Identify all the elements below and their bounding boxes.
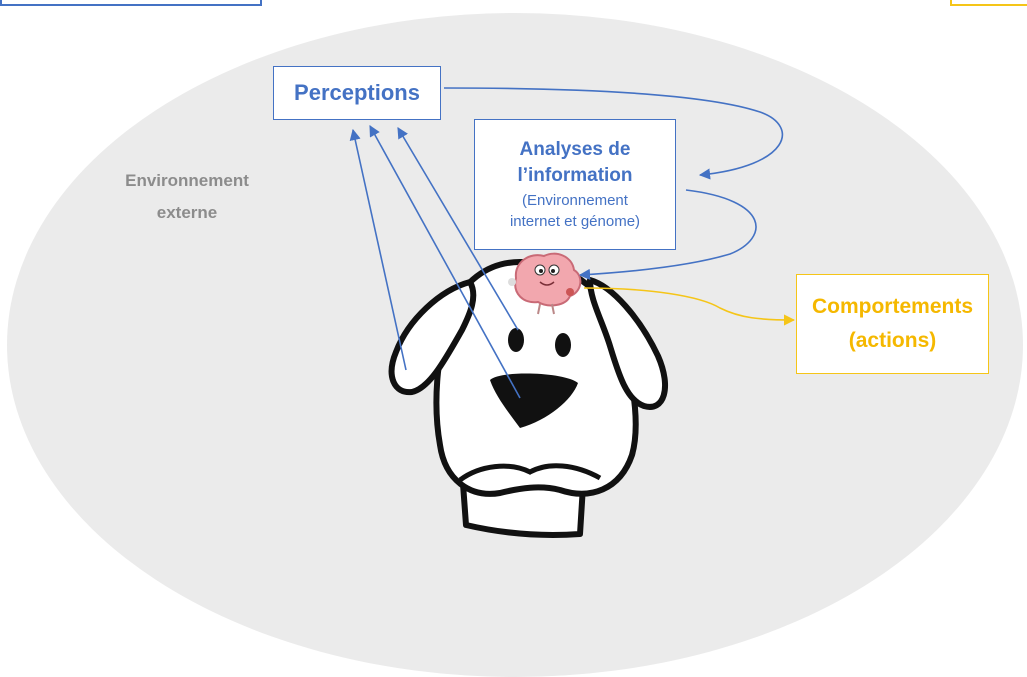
perceptions-label: Perceptions <box>294 80 420 105</box>
analyses-title: Analyses de l’information <box>517 137 632 188</box>
environment-label-line2: externe <box>156 203 218 223</box>
analyses-title-line2: l’information <box>517 164 633 186</box>
analyses-sub-line2: internet et génome) <box>509 212 641 230</box>
analyses-box: Analyses de l’information (Environnement… <box>474 119 676 250</box>
analyses-subtitle: (Environnement internet et génome) <box>510 191 640 232</box>
arrow-perceptions-to-analyses <box>443 87 784 180</box>
brain-icon <box>508 252 582 315</box>
arrow-eye-to-perceptions <box>397 127 519 331</box>
arrow-nose-to-perceptions <box>369 125 521 399</box>
comportements-box: Comportements (actions) <box>796 274 989 374</box>
comportements-line1: Comportements <box>811 295 974 319</box>
corner-box-yellow <box>950 0 1027 6</box>
environment-label: Environnement externe <box>96 165 278 230</box>
corner-box-blue <box>0 0 262 6</box>
dog-head-icon <box>388 259 668 538</box>
comportements-line2: (actions) <box>848 329 937 352</box>
perceptions-box: Perceptions <box>273 66 441 120</box>
environment-label-line1: Environnement <box>125 171 249 190</box>
analyses-title-line1: Analyses de <box>519 139 631 161</box>
arrow-brain-to-comportements <box>583 287 796 326</box>
analyses-sub-line1: (Environnement <box>522 192 628 210</box>
arrow-analyses-to-brain <box>578 189 757 280</box>
arrow-ear-to-perceptions <box>349 128 407 371</box>
